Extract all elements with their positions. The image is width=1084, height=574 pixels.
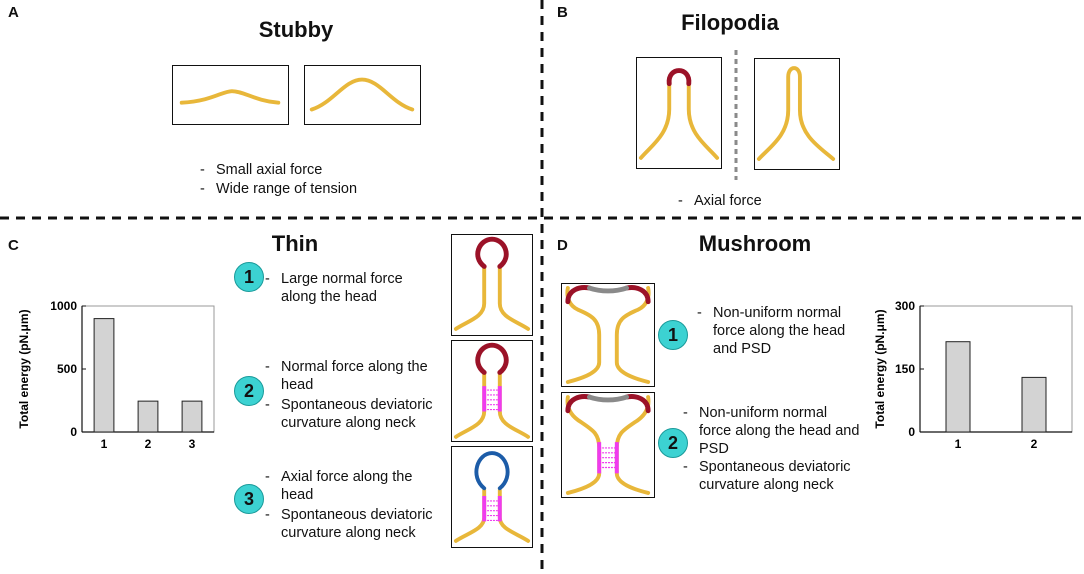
mushroom-chart-xtick-label: 2 <box>1031 437 1038 451</box>
thin-shape-3-frame <box>451 446 533 548</box>
mushroom-energy-chart: 0 150 300 1 2 Total energy (pN.μm) <box>873 299 1073 451</box>
filopodia-plain-membrane <box>756 66 836 161</box>
thin-energy-chart: 0 500 1000 1 2 3 Total energy (pN.μm) <box>17 299 215 451</box>
mushroom-shape-1-red-left <box>565 285 592 305</box>
mushroom-chart-plot-frame <box>919 305 1073 433</box>
thin-chart-bar <box>137 400 159 433</box>
thin-chart-bar <box>93 318 115 433</box>
thin-chart-xtick-label: 1 <box>101 437 108 451</box>
thin-chart-ylabel: Total energy (pN.μm) <box>17 309 31 428</box>
mushroom-chart-ytick-label: 300 <box>895 299 915 313</box>
filopodia-red-tip <box>666 68 692 87</box>
mushroom-shape-2-red-left <box>565 394 592 414</box>
thin-shape-1-red-head <box>475 236 509 269</box>
thin-chart-xtick-label: 3 <box>189 437 196 451</box>
mushroom-shape-2-psd <box>586 394 630 403</box>
panel-a-note-2: -Wide range of tension <box>200 181 358 197</box>
filopodia-neck-membrane <box>638 81 720 160</box>
mushroom-shape-2-neck-magenta <box>597 442 619 474</box>
filopodia-plain-frame <box>754 58 840 170</box>
mushroom-chart-ytick-label: 150 <box>895 362 915 376</box>
stubby-flat-frame <box>172 65 289 125</box>
panel-a-letter: A <box>8 4 19 21</box>
mushroom-chart-bar <box>1021 376 1047 433</box>
thin-shape-2-red-head <box>475 342 509 375</box>
mushroom-badge-2: 2 <box>658 428 688 458</box>
thin-chart-ytick-label: 0 <box>70 425 77 439</box>
thin-shape-3-neck-magenta <box>482 496 502 522</box>
panel-a-title: Stubby <box>258 17 334 42</box>
panel-a-note-1: -Small axial force <box>200 162 323 178</box>
panel-b-note-1: -Axial force <box>678 193 762 209</box>
mushroom-badge-1: 1 <box>658 320 688 350</box>
filopodia-red-tip-frame <box>636 57 722 169</box>
thin-shape-1-frame <box>451 234 533 336</box>
mushroom-chart-xtick-label: 1 <box>955 437 962 451</box>
stubby-bump-membrane <box>309 77 415 112</box>
panel-c-letter: C <box>8 237 19 254</box>
mushroom-shape-1-psd <box>586 285 630 294</box>
thin-shape-3-blue-head <box>474 451 510 491</box>
panel-d-letter: D <box>557 237 568 254</box>
mushroom-shape-1-red-right <box>624 285 651 305</box>
filopodia-separator <box>734 50 738 180</box>
thin-badge-3: 3 <box>234 484 264 514</box>
mushroom-shape-1-frame <box>561 283 655 387</box>
mushroom-chart-ytick-label: 0 <box>908 425 915 439</box>
thin-badge-1: 1 <box>234 262 264 292</box>
panel-b-letter: B <box>557 4 568 21</box>
thin-chart-ytick-label: 1000 <box>50 299 77 313</box>
mushroom-chart-bar <box>945 341 971 433</box>
thin-chart-xtick-label: 2 <box>145 437 152 451</box>
thin-chart-ytick-label: 500 <box>57 362 77 376</box>
mushroom-shape-2-red-right <box>624 394 651 414</box>
mushroom-shape-2-frame <box>561 392 655 498</box>
thin-shape-2-frame <box>451 340 533 442</box>
panel-c-title: Thin <box>271 231 319 256</box>
thin-badge-2: 2 <box>234 376 264 406</box>
stubby-bump-frame <box>304 65 421 125</box>
mushroom-chart-ylabel: Total energy (pN.μm) <box>873 309 887 428</box>
panel-b-title: Filopodia <box>681 10 779 35</box>
thin-chart-bar <box>181 400 203 433</box>
panel-d-title: Mushroom <box>698 231 812 256</box>
stubby-flat-membrane <box>179 89 281 105</box>
